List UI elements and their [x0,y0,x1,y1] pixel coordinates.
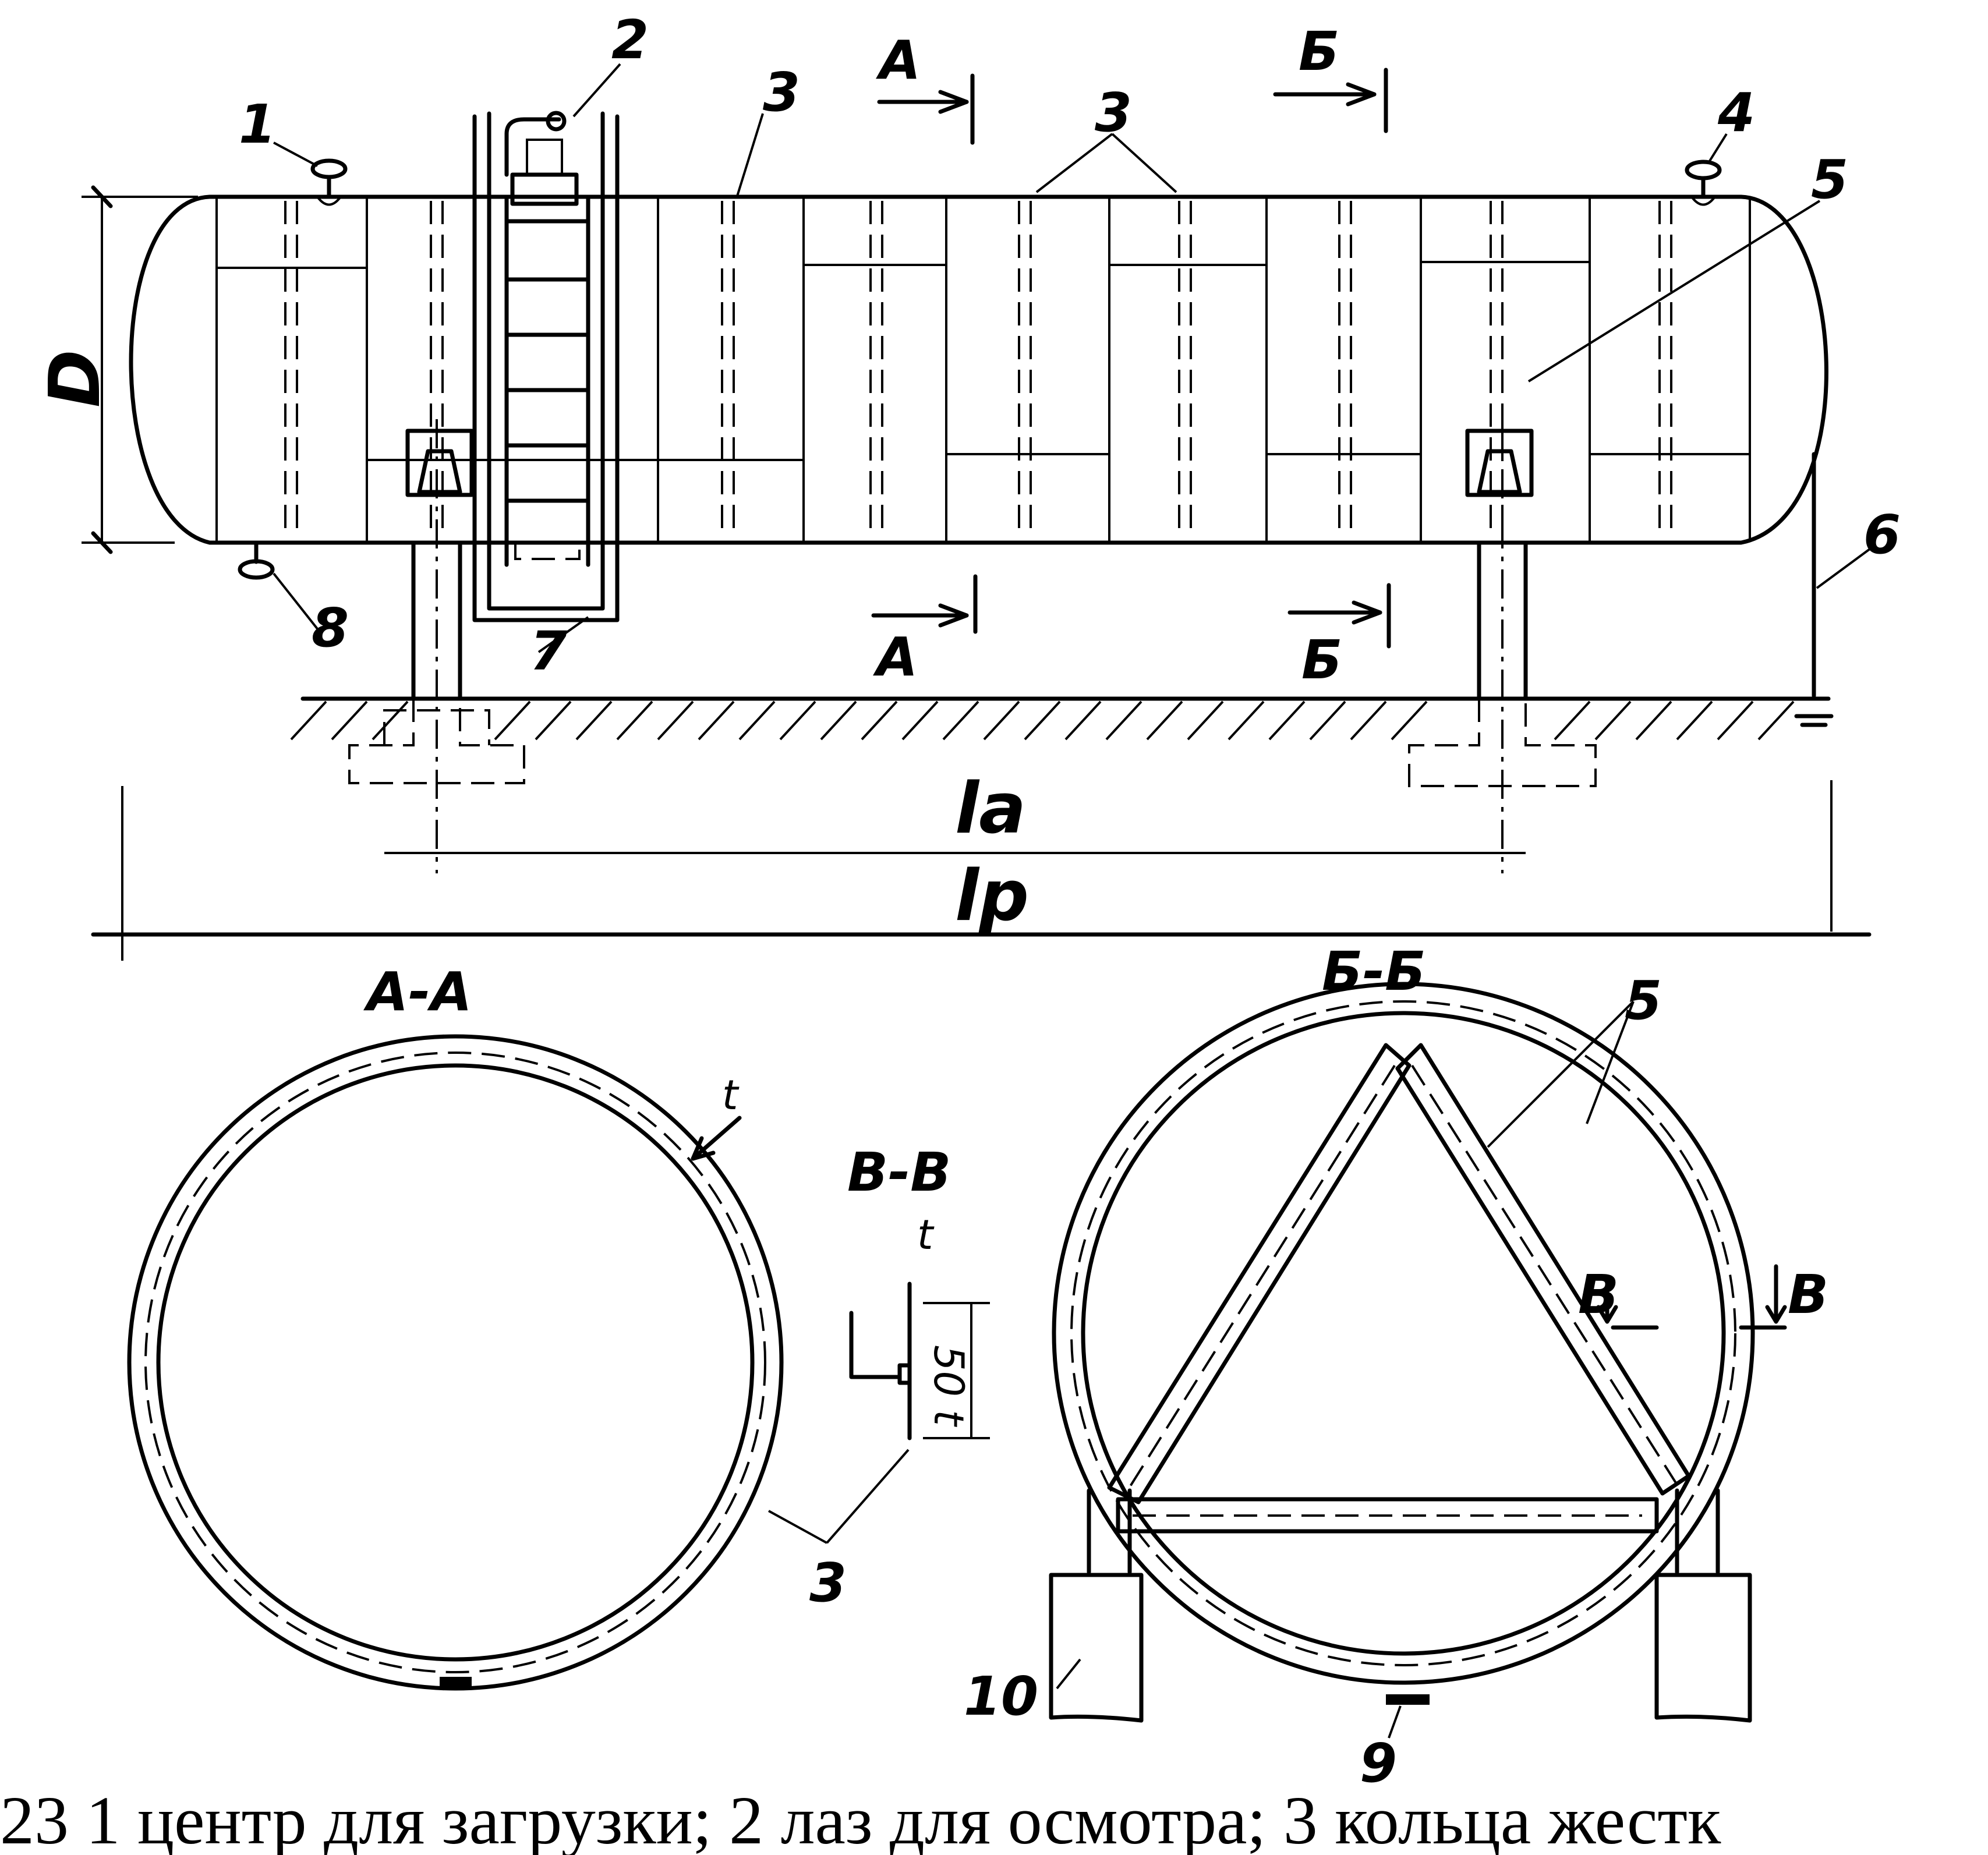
label-view-vv: В-В [847,1141,951,1203]
figure-caption: 23 1 центр для загрузки; 2 лаз для осмот… [0,1786,1721,1855]
length-dimensions [91,780,1872,961]
label-view-aa: А-А [363,961,472,1023]
support-legs [1049,1488,1752,1723]
bottom-weld-mark [440,1677,472,1687]
section-v-v-detail [849,1281,990,1440]
label-section-b-bottom: Б [1301,629,1342,691]
stiffening-rings-dashed [284,201,1672,539]
label-lp: lp [955,856,1029,937]
label-section-v-left: В [1578,1263,1619,1326]
tank-shell-outline [129,194,1828,545]
label-3a: 3 [763,61,800,123]
label-2: 2 [611,9,649,71]
internal-truss [1107,1043,1691,1534]
bottom-drain-mark [1386,1694,1430,1705]
label-la: la [955,769,1026,849]
label-section-a-top: A [876,29,921,91]
saddle-support-left [348,419,525,873]
label-thickness-1: t [722,1071,740,1119]
label-section-v-right: В [1788,1263,1828,1326]
label-10: 10 [964,1665,1038,1727]
label-5b: 5 [1625,969,1662,1032]
label-9: 9 [1360,1732,1397,1794]
section-a-a [127,1034,910,1691]
label-diameter: D [35,349,116,408]
diameter-dimension [82,185,198,554]
saddle-support-right [1408,419,1597,873]
section-markers [871,68,1391,649]
inspection-manhole [504,111,579,206]
label-3c: 3 [809,1552,847,1614]
hatch-right [1685,160,1722,206]
shell-seams [215,198,1751,541]
annotation-labels: 1 2 3 3 3 4 5 5 6 7 8 9 10 D A A Б Б la … [35,9,1901,1794]
label-view-bb: Б-Б [1322,940,1425,1003]
leader-lines [273,63,1873,653]
label-7: 7 [530,620,567,682]
label-dimension-50t: 50 t [925,1345,972,1427]
label-6: 6 [1863,504,1901,566]
label-section-a-bottom: A [873,626,918,688]
grounding-conductor [1794,452,1834,727]
section-b-b [1049,982,1787,1739]
label-thickness-2: t [917,1211,935,1259]
label-5a: 5 [1811,148,1848,211]
tank-side-view [82,63,1873,961]
label-4: 4 [1717,82,1755,144]
drain-nozzle [238,540,275,580]
label-1: 1 [239,93,276,155]
label-3b: 3 [1095,82,1132,144]
loading-hatch [310,158,348,206]
label-section-b-top: Б [1299,20,1339,83]
label-8: 8 [312,597,349,659]
ground-surface [290,696,1831,741]
ladder [472,111,620,622]
